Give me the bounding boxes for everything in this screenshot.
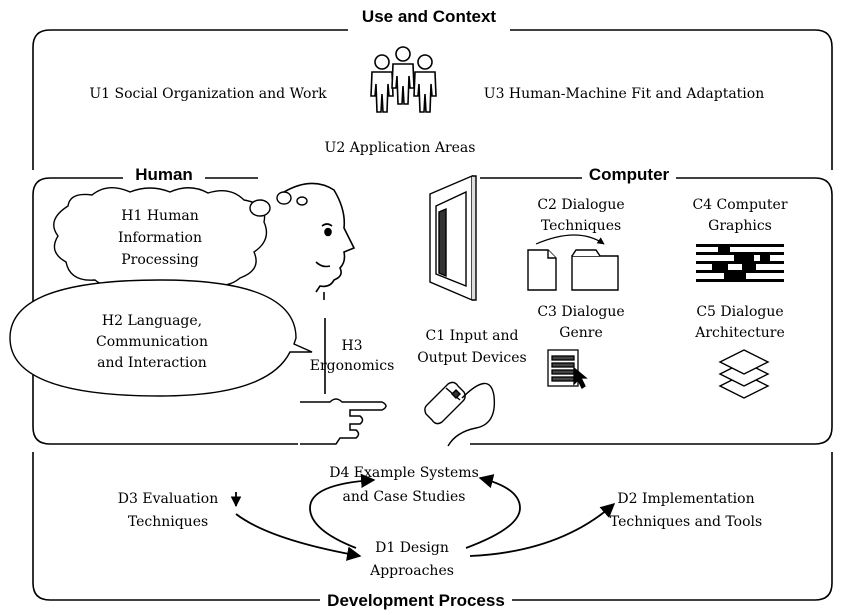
document-icon — [527, 249, 557, 291]
c2-label-line-1: C2 Dialogue — [537, 197, 624, 213]
people-icon — [370, 46, 437, 113]
graphics-pattern-icon — [696, 244, 784, 282]
h1-label-line-3: Processing — [121, 252, 199, 268]
d2-label-line-2: Techniques and Tools — [610, 514, 762, 530]
heading-development: Development Process — [327, 591, 505, 610]
mouse-icon — [424, 381, 496, 447]
development-frame — [32, 452, 833, 601]
heading-human: Human — [135, 165, 193, 184]
computer-frame — [470, 177, 833, 445]
u1-label: U1 Social Organization and Work — [89, 86, 327, 102]
menu-window-icon — [547, 349, 588, 389]
c4-label-line-1: C4 Computer — [692, 197, 787, 213]
face-profile-icon — [283, 182, 356, 394]
speech-bubble-icon — [9, 279, 313, 397]
d3-label-line-2: Techniques — [128, 514, 208, 530]
u3-label: U3 Human-Machine Fit and Adaptation — [484, 86, 764, 102]
d1-label-line-1: D1 Design — [375, 540, 449, 556]
c1-label-line-2: Output Devices — [417, 350, 526, 366]
d4-label-line-1: D4 Example Systems — [329, 465, 479, 481]
heading-computer: Computer — [589, 165, 670, 184]
h2-label-line-3: and Interaction — [97, 355, 207, 371]
h3-label-line-1: H3 — [341, 338, 362, 354]
u2-label: U2 Application Areas — [325, 140, 476, 156]
c5-label-line-1: C5 Dialogue — [696, 304, 783, 320]
folder-icon — [571, 249, 619, 291]
use-context-frame — [32, 29, 833, 170]
c5-label-line-2: Architecture — [694, 325, 785, 341]
d4-label-line-2: and Case Studies — [343, 489, 466, 505]
arrow-d1-to-d4 — [309, 473, 376, 549]
heading-use-context: Use and Context — [362, 7, 496, 26]
arrow-d1-to-d2 — [469, 503, 616, 557]
layers-icon — [718, 349, 770, 399]
d1-label-line-2: Approaches — [369, 563, 454, 579]
c1-label-line-1: C1 Input and — [426, 328, 519, 344]
d3-label-line-1: D3 Evaluation — [118, 491, 218, 507]
pointing-hand-icon — [300, 398, 387, 445]
c3-label-line-2: Genre — [559, 325, 602, 341]
arrow-d4-to-d2 — [465, 474, 521, 549]
thought-cloud-icon — [53, 187, 308, 290]
d2-label-line-1: D2 Implementation — [617, 491, 754, 507]
development-arrows — [230, 473, 616, 561]
h3-label-line-2: Ergonomics — [310, 358, 395, 374]
c2-label-line-2: Techniques — [541, 218, 621, 234]
arrow-d3-to-d1 — [235, 513, 362, 561]
h2-label-line-2: Communication — [96, 334, 208, 350]
h2-label-line-1: H2 Language, — [102, 313, 202, 329]
monitor-icon — [429, 174, 477, 302]
h1-label-line-2: Information — [118, 230, 202, 246]
c3-label-line-1: C3 Dialogue — [537, 304, 624, 320]
c4-label-line-2: Graphics — [708, 218, 772, 234]
drag-arrow — [535, 234, 605, 245]
h1-label-line-1: H1 Human — [121, 208, 198, 224]
